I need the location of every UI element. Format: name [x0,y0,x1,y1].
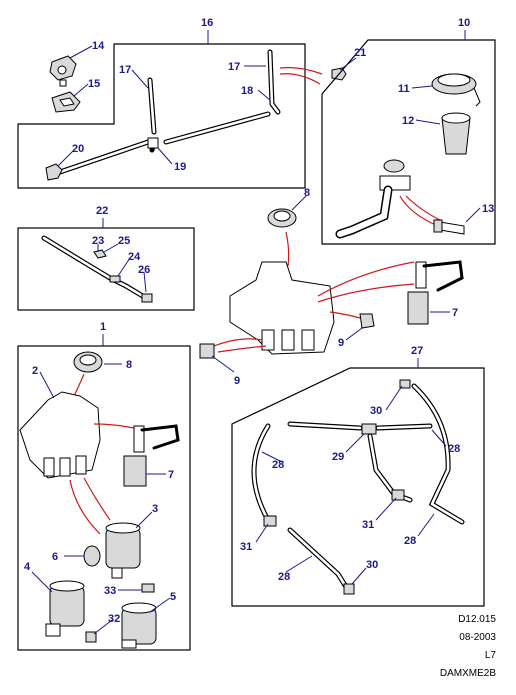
group-27-hoses [251,379,465,595]
callout-9: 9 [338,337,344,349]
callout-27: 27 [411,345,423,357]
callout-25: 25 [118,235,130,247]
grommet-8[interactable] [267,208,297,228]
callout-19: 19 [174,161,186,173]
callout-numbers: 16 14 15 17 17 18 19 20 21 10 11 12 13 8… [24,17,494,625]
grommet-8-lower[interactable] [73,351,103,373]
callout-32: 32 [108,613,120,625]
callout-12: 12 [402,115,414,127]
diagram-date: 08-2003 [459,632,496,643]
group-22-hoses [41,235,153,303]
callout-8-lower: 8 [126,359,132,371]
callout-24: 24 [128,251,141,263]
callout-1: 1 [100,321,106,333]
leader-lines [31,45,481,635]
callout-31: 31 [240,541,252,553]
group-22-frame [17,227,195,311]
callout-16: 16 [201,17,213,29]
bolt-9-left[interactable] [199,343,215,359]
callout-17: 17 [119,64,131,76]
callout-29: 29 [332,451,344,463]
clip-33[interactable] [141,583,155,593]
level-sensor-7-lower[interactable] [123,424,180,487]
callout-4: 4 [24,561,31,573]
callout-21: 21 [354,47,366,59]
reservoir-cap[interactable] [431,73,481,107]
diagram-page: L7 [484,650,496,661]
group-1-frame [17,345,191,651]
callout-7-lower: 7 [168,469,174,481]
callout-2: 2 [32,365,38,377]
washer-jet-nozzle[interactable] [49,55,77,87]
callout-3: 3 [152,503,158,515]
callout-28: 28 [272,459,284,471]
callout-30: 30 [370,405,382,417]
callout-14: 14 [92,40,105,52]
callout-31: 31 [362,519,374,531]
callout-26: 26 [138,264,150,276]
callout-28: 28 [404,535,416,547]
callout-33: 33 [104,585,116,597]
callout-30: 30 [366,559,378,571]
diagram-ref: D12.015 [458,614,496,625]
pump-grommet-6[interactable] [83,545,101,567]
washer-pump-4[interactable] [45,580,85,637]
group-16-hoses [45,49,281,181]
filler-neck[interactable] [335,159,411,239]
callout-22: 22 [96,205,108,217]
group-27-frame [231,367,485,607]
reservoir-2[interactable] [19,391,101,479]
callout-17: 17 [228,61,240,73]
washer-pump-3[interactable] [105,522,141,579]
callout-10: 10 [458,17,470,29]
bolt-9-top[interactable] [359,313,375,329]
callout-11: 11 [398,83,410,95]
callout-9: 9 [234,375,240,387]
reservoir-filter[interactable] [441,112,471,155]
bolt-13[interactable] [433,219,465,235]
group-10-frame [321,39,496,245]
level-sensor-7[interactable] [407,260,464,325]
washer-reservoir[interactable] [229,261,335,355]
callout-13: 13 [482,203,494,215]
callout-6: 6 [52,551,58,563]
callout-7: 7 [452,307,458,319]
callout-28: 28 [448,443,460,455]
callout-23: 23 [92,235,104,247]
callout-20: 20 [72,143,84,155]
clip-32[interactable] [85,631,97,643]
callout-8: 8 [304,187,310,199]
washer-pump-5[interactable] [121,602,157,649]
callout-28: 28 [278,571,290,583]
callout-18: 18 [241,85,253,97]
diagram-code: DAMXME2B [439,668,496,679]
group-16-frame [17,43,306,189]
callout-5: 5 [170,591,176,603]
callout-15: 15 [88,78,100,90]
nozzle-clip[interactable] [51,91,81,113]
